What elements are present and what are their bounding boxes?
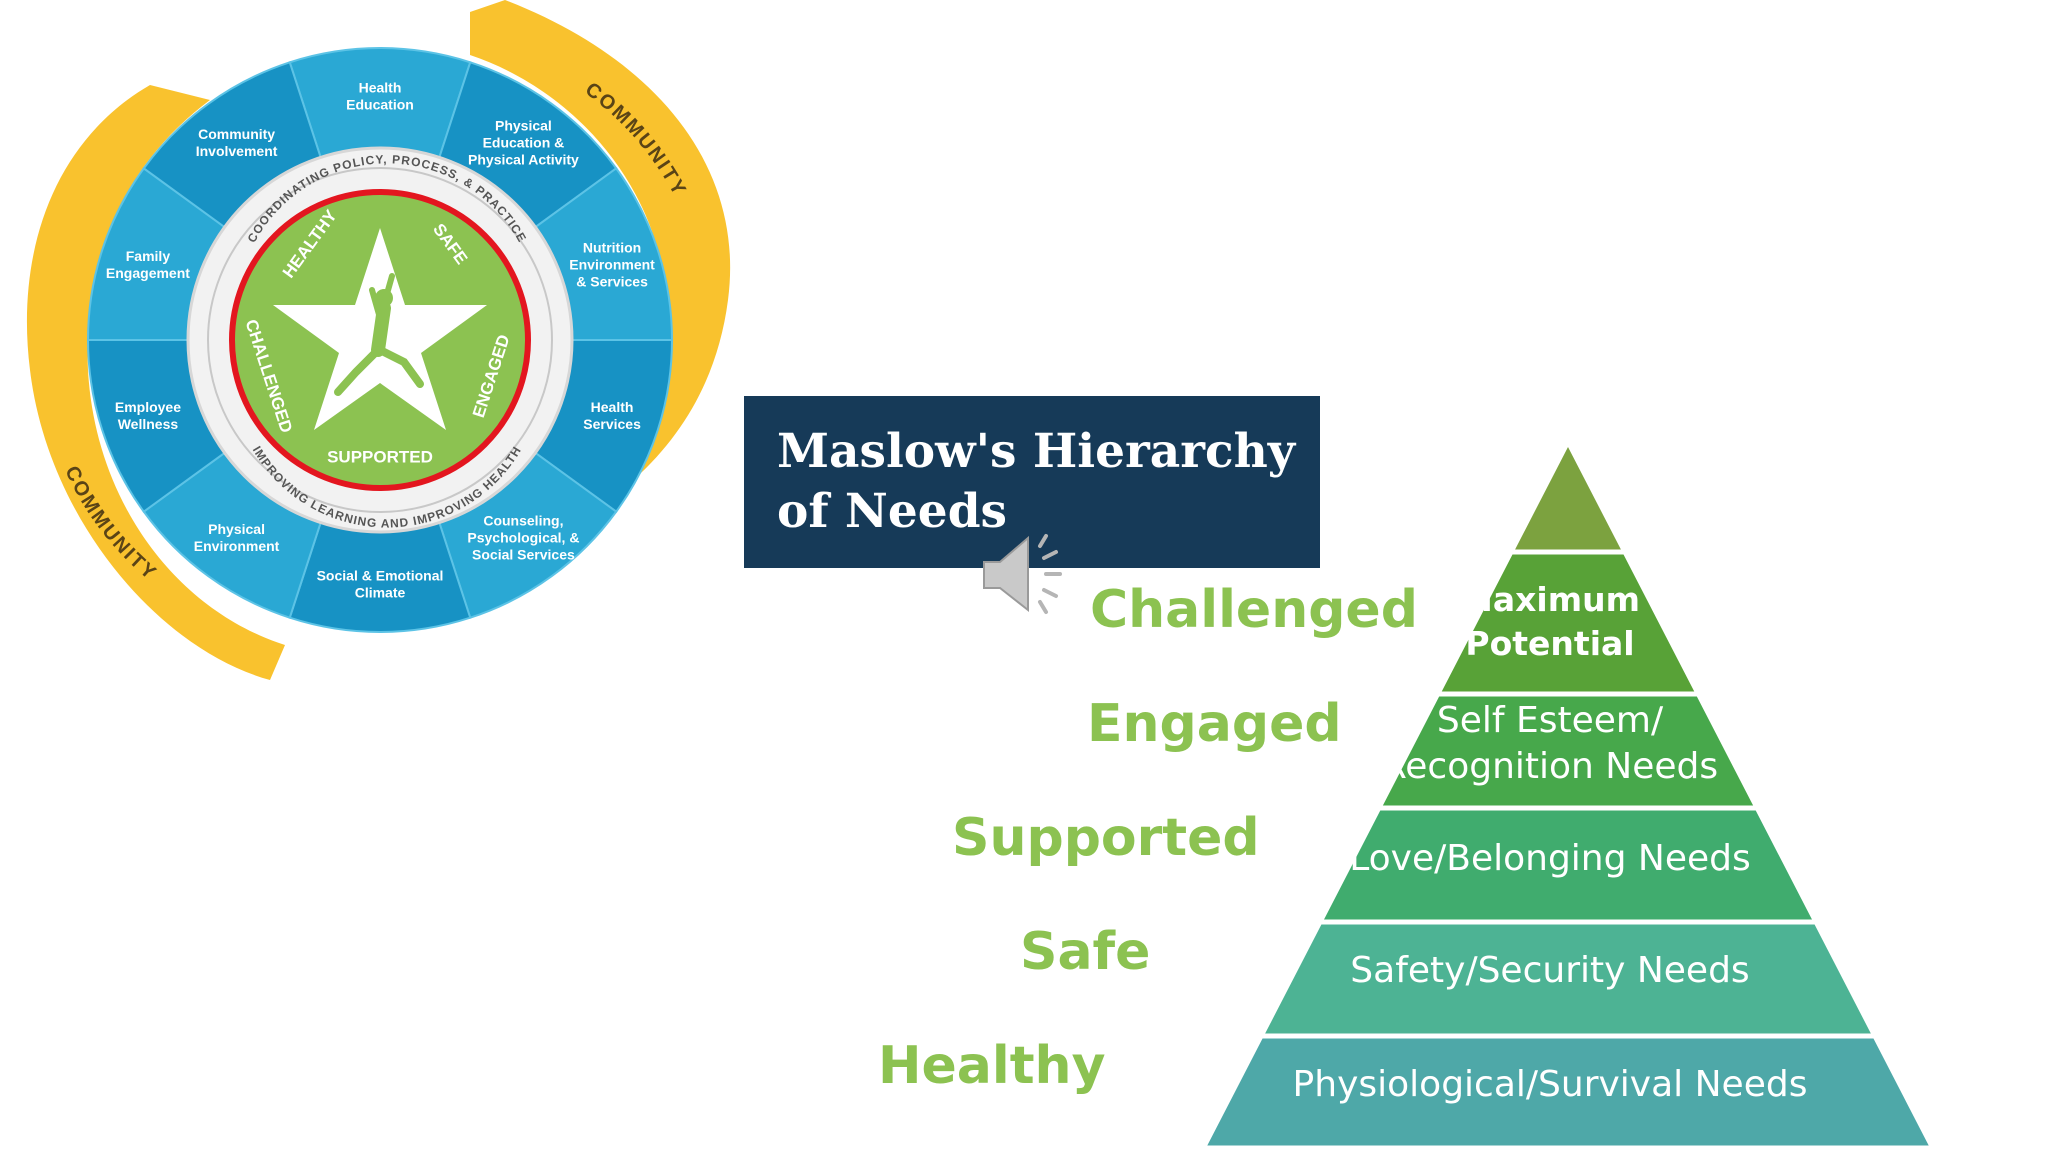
side-label-healthy: Healthy: [878, 1036, 1106, 1096]
maslow-title: Maslow's Hierarchy of Needs: [777, 424, 1296, 539]
side-label-engaged: Engaged: [1087, 694, 1342, 754]
wheel-segments: [86, 47, 674, 633]
side-label-safe: Safe: [1020, 922, 1151, 982]
maslow-title-box: Maslow's Hierarchy of Needs: [744, 396, 1320, 568]
pyramid-level-4: [1265, 924, 1871, 1034]
community-band-bottom: [26, 85, 285, 680]
pyramid-level-3-label: Love/Belonging Needs: [1349, 838, 1751, 879]
wheel-segment-label-5: Counseling,Psychological, &Social Servic…: [467, 512, 579, 562]
pyramid-level-3: [1323, 810, 1813, 920]
pyramid-level-2-label: Self Esteem/ Recognition Needs: [1381, 700, 1719, 787]
pyramid-level-5-label: Physiological/Survival Needs: [1292, 1064, 1808, 1105]
pyramid-level-2: [1382, 696, 1754, 806]
side-label-supported: Supported: [952, 808, 1260, 868]
pyramid-level-5: [1207, 1038, 1929, 1146]
pyramid-level-1-label: Maximum Potential: [1460, 580, 1640, 663]
speaker-icon[interactable]: [978, 528, 1078, 628]
pyramid-level-1: [1441, 554, 1695, 692]
side-label-challenged: Challenged: [1090, 580, 1418, 640]
pyramid-apex: [1515, 447, 1621, 550]
pyramid: [1207, 447, 1929, 1146]
star-label-supported: SUPPORTED: [327, 447, 433, 466]
pyramid-level-4-label: Safety/Security Needs: [1350, 950, 1750, 991]
jumping-figure-icon: [334, 273, 424, 396]
inner-ring-line: [207, 167, 553, 513]
